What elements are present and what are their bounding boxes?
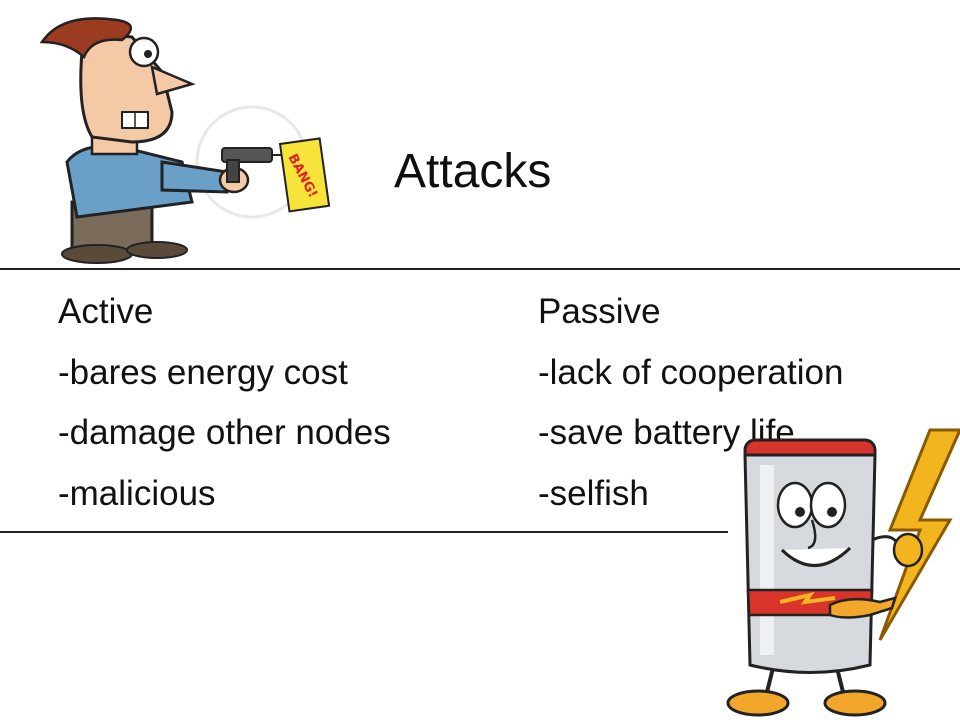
hair — [39, 17, 132, 60]
passive-item: -selfish — [538, 473, 649, 513]
battery-mascot-clipart — [720, 410, 960, 720]
passive-item: -lack of cooperation — [538, 352, 844, 392]
active-heading: Active — [58, 292, 154, 331]
pupil — [144, 50, 152, 58]
left-shoe — [61, 244, 133, 264]
active-item: -damage other nodes — [58, 413, 391, 452]
left-shoe — [726, 689, 790, 717]
table-top-rule — [0, 268, 960, 270]
active-item: -malicious — [58, 473, 216, 513]
left-eye — [776, 481, 814, 529]
active-item: -bares energy cost — [58, 352, 348, 392]
arm — [160, 160, 229, 194]
passive-heading: Passive — [538, 292, 661, 331]
man-with-flag-gun-clipart: BANG! — [22, 12, 342, 266]
smile — [780, 546, 852, 567]
lightning-icon — [878, 428, 960, 641]
gun-grip — [226, 159, 240, 183]
right-shoe — [126, 241, 188, 259]
pointing-hand — [828, 596, 897, 619]
slide-title: Attacks — [394, 145, 552, 198]
right-eye — [809, 481, 847, 529]
nose — [150, 64, 196, 96]
table-bottom-rule — [0, 531, 728, 533]
active-column: Active -bares energy cost -damage other … — [58, 282, 391, 524]
eye — [128, 36, 160, 68]
right-shoe — [823, 689, 887, 717]
passive-column: Passive -lack of cooperation -save batte… — [538, 282, 843, 524]
thumbs-up-hand — [892, 532, 924, 568]
bang-flag: BANG! — [278, 137, 331, 213]
